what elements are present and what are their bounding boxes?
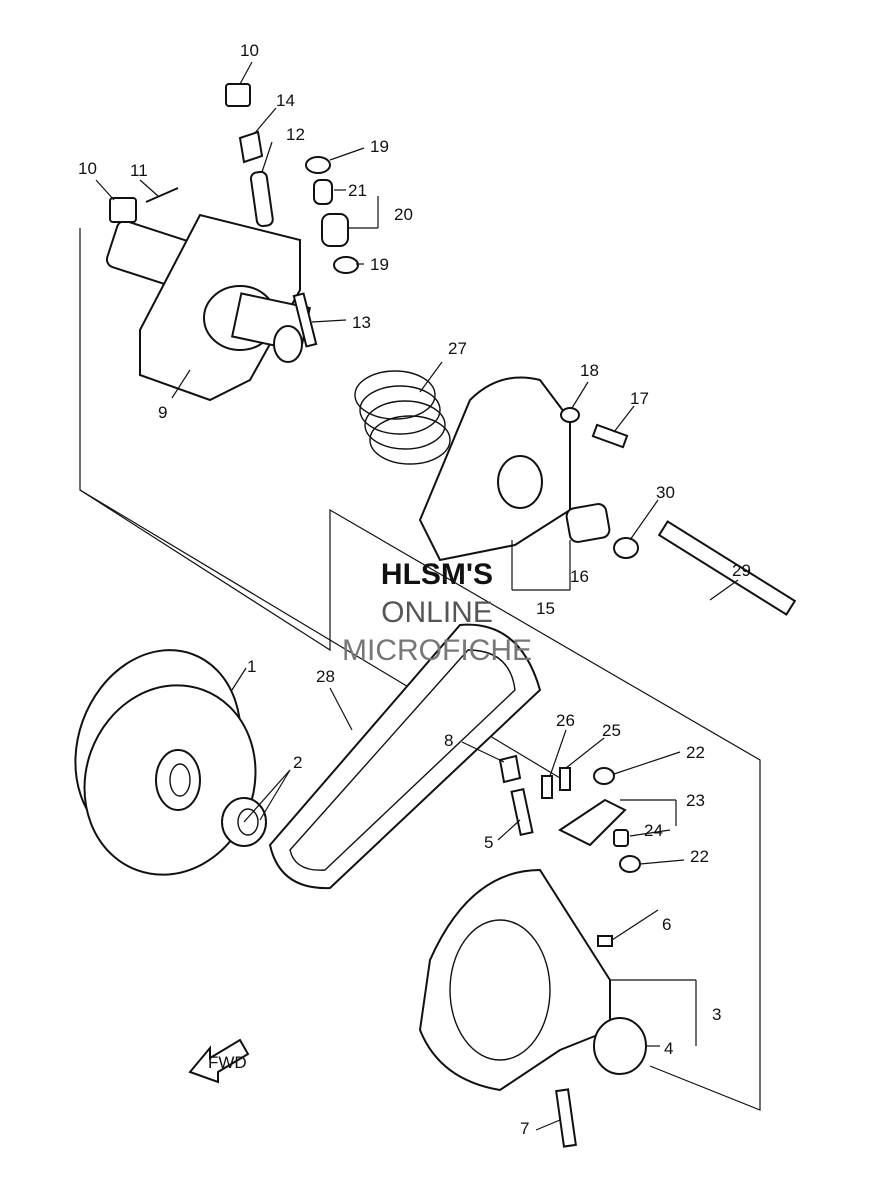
callout-4: 4 [664,1039,673,1058]
bushing [313,179,333,205]
callout-23: 23 [686,791,705,810]
callout-labels: 1 2 3 4 5 6 7 8 9 10 10 11 12 13 14 15 1… [78,41,751,1138]
watermark-line-2: ONLINE [381,596,493,629]
watermark-line-1: HLSM'S [380,558,494,591]
callout-11: 11 [130,161,148,180]
callout-16: 16 [570,567,589,586]
callout-21: 21 [348,181,367,200]
cap-nut [498,754,522,784]
callout-14: 14 [276,91,295,110]
long-bolt [657,520,797,616]
slider-shoe-left [109,197,137,223]
callout-10-upper: 10 [240,41,259,60]
spider-hub [105,213,311,402]
callout-6: 6 [662,915,671,934]
washer-22-upper [593,767,615,785]
callout-22-upper: 22 [686,743,705,762]
leader-lines [95,61,739,1131]
fwd-label: FWD [208,1053,247,1072]
pin-26 [541,775,553,799]
spring [354,370,451,465]
callout-19-lower: 19 [370,255,389,274]
callout-7: 7 [520,1119,529,1138]
callout-28: 28 [316,667,335,686]
callout-8: 8 [444,731,453,750]
callout-19-upper: 19 [370,137,389,156]
fixed-sheave [74,649,257,876]
callout-18: 18 [580,361,599,380]
callout-25: 25 [602,721,621,740]
guide-pin [510,788,534,836]
callout-9: 9 [158,403,167,422]
callout-12: 12 [286,125,305,144]
callout-5: 5 [484,833,493,852]
callout-1: 1 [247,657,256,676]
bolt [292,292,318,348]
bolt-cover [591,423,629,449]
bushing-sheave [593,1017,647,1075]
pin [145,187,179,203]
callout-22-lower: 22 [690,847,709,866]
callout-13: 13 [352,313,371,332]
sheave-bolt [555,1088,577,1148]
drive-belt [268,623,542,890]
roller-pin [249,170,274,228]
watermark-line-3: MICROFICHE [342,634,532,667]
callout-27: 27 [448,339,467,358]
callout-24: 24 [644,821,663,840]
roller [321,213,349,247]
washer-cover [560,407,580,423]
weight-arm [558,798,627,847]
callout-26: 26 [556,711,575,730]
fwd-arrow: FWD [188,1038,250,1084]
spacer [613,829,629,847]
washer-lower [333,256,359,274]
callout-3: 3 [712,1005,721,1024]
callout-30: 30 [656,483,675,502]
callout-2: 2 [293,753,302,772]
cover-plate [418,376,571,562]
callout-20: 20 [394,205,413,224]
nut [238,130,264,164]
set-screw [597,935,613,947]
slider-shoe-upper [225,83,251,107]
callout-10-left: 10 [78,159,97,178]
washer-upper [305,156,331,174]
washer-bolt [613,537,639,559]
movable-sheave [418,868,611,1092]
pin-25 [559,767,571,791]
callout-17: 17 [630,389,649,408]
washer-22-lower [619,855,641,873]
bushing-cover [565,503,611,543]
callout-29: 29 [732,561,751,580]
callout-15: 15 [536,599,555,618]
